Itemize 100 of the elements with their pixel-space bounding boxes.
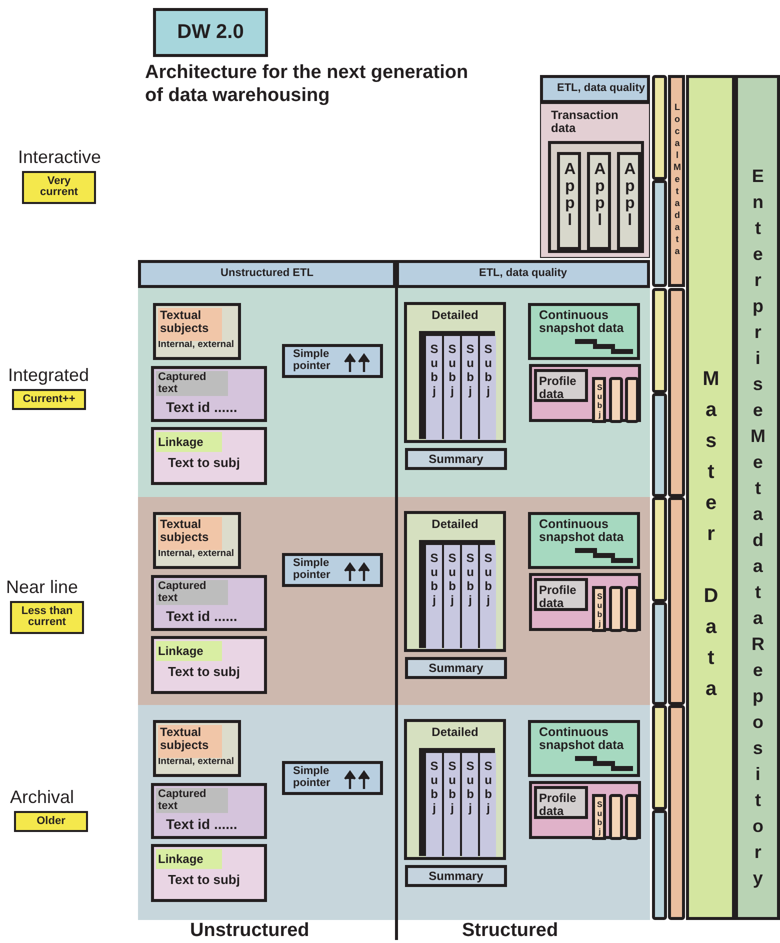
profile-panel xyxy=(529,573,641,631)
body-text: Simple pointer xyxy=(293,349,332,373)
sector-band xyxy=(138,288,650,497)
body-text: LocalMetadata xyxy=(672,102,682,258)
body-text: Text id ...... xyxy=(166,400,238,415)
profile-column xyxy=(592,377,606,423)
pointer-box xyxy=(282,553,383,587)
tier-badge: Very current xyxy=(22,170,96,204)
body-text: Captured text xyxy=(158,581,208,604)
subject-column xyxy=(426,753,442,857)
body-text: Captured text xyxy=(158,372,208,396)
detailed-panel xyxy=(404,719,506,860)
captured-text-tag xyxy=(156,371,228,396)
subject-column xyxy=(426,545,442,649)
body-text: Detailed xyxy=(432,309,478,322)
body-text: Captured text xyxy=(158,789,208,812)
subject-column xyxy=(480,753,496,857)
section-label: Structured xyxy=(462,920,558,942)
body-text: Subj xyxy=(428,551,440,607)
body-text: Textual subjects xyxy=(160,518,210,544)
body-text: Summary xyxy=(428,662,484,674)
local-metadata-segment xyxy=(668,288,685,497)
body-text: Detailed xyxy=(432,726,478,739)
body-text: EnterpriseMetadataRepository xyxy=(748,166,767,894)
subject-container xyxy=(419,331,495,439)
tier-heading: Archival xyxy=(10,788,76,807)
subject-column xyxy=(444,753,460,857)
body-text: Continuous snapshot data xyxy=(539,726,625,752)
pointer-box xyxy=(282,761,383,795)
sector-band xyxy=(138,705,650,920)
summary-bar xyxy=(405,448,507,470)
subject-column xyxy=(444,545,460,649)
body-text: Linkage xyxy=(158,852,204,866)
etl-bar xyxy=(138,260,396,288)
body-text: ETL, data quality xyxy=(557,83,646,95)
snapshot-panel xyxy=(528,512,640,569)
captured-text-panel xyxy=(151,575,267,631)
body-text: Linkage xyxy=(158,436,204,448)
linkage-panel xyxy=(151,427,267,485)
body-text: Subj xyxy=(482,759,494,815)
tier-badge: Older xyxy=(14,810,88,832)
etl-bar xyxy=(540,75,650,103)
body-text: Appl xyxy=(620,161,638,229)
profile-tag xyxy=(534,369,588,402)
profile-column xyxy=(592,586,606,632)
body-text: Summary xyxy=(428,452,484,466)
captured-text-tag xyxy=(156,788,228,813)
subject-column xyxy=(480,336,496,440)
body-text: Continuous snapshot data xyxy=(539,518,625,544)
body-text: Subj xyxy=(446,759,458,815)
tier-badge: Less than current xyxy=(10,600,84,634)
body-text: Subj xyxy=(428,759,440,815)
textual-subjects-panel xyxy=(153,303,241,360)
etl-bar xyxy=(396,260,650,288)
body-text: Text to subj xyxy=(168,456,240,470)
profile-column xyxy=(625,377,639,423)
body-text: Transaction data xyxy=(551,109,620,134)
body-text: Subj xyxy=(482,551,494,607)
body-text: Internal, external xyxy=(158,549,234,559)
captured-text-tag xyxy=(156,580,228,605)
metadata-segment xyxy=(652,810,667,920)
metadata-segment xyxy=(652,497,667,602)
detailed-panel xyxy=(404,511,506,652)
subject-column xyxy=(444,336,460,440)
section-label: Unstructured xyxy=(190,920,310,942)
subject-container xyxy=(419,540,495,648)
subject-column xyxy=(480,545,496,649)
linkage-tag xyxy=(156,849,222,869)
tier-heading: Integrated xyxy=(8,366,90,385)
textual-subjects-panel xyxy=(153,720,241,777)
captured-text-panel xyxy=(151,783,267,839)
subject-column xyxy=(462,753,478,857)
body-text: Subj xyxy=(464,342,476,398)
body-text: Text id ...... xyxy=(166,817,238,832)
body-text: Text to subj xyxy=(168,873,240,887)
tier-heading: Interactive xyxy=(18,148,102,167)
body-text: Subj xyxy=(482,342,494,398)
tier-heading: Near line xyxy=(6,578,80,597)
master-data-column xyxy=(686,75,735,920)
body-text: Summary xyxy=(428,870,484,882)
snapshot-panel xyxy=(528,720,640,777)
profile-column xyxy=(609,377,623,423)
profile-panel xyxy=(529,781,641,839)
application-container xyxy=(548,141,644,253)
body-text: Textual subjects xyxy=(160,309,210,334)
application-column xyxy=(587,152,611,250)
subtitle-text: Architecture for the next generation of data warehousing xyxy=(145,62,470,108)
linkage-panel xyxy=(151,636,267,694)
subject-column xyxy=(426,336,442,440)
tier-badge: Current++ xyxy=(12,388,86,410)
body-text: Subj xyxy=(594,800,604,836)
application-column xyxy=(617,152,641,250)
body-text: Profile data xyxy=(539,584,578,610)
body-text: Subj xyxy=(594,383,604,419)
subject-tag xyxy=(158,517,222,550)
summary-bar xyxy=(405,657,507,679)
body-text: Subj xyxy=(446,551,458,607)
local-metadata-segment xyxy=(668,705,685,920)
body-text: Linkage xyxy=(158,644,204,658)
profile-column xyxy=(592,794,606,840)
